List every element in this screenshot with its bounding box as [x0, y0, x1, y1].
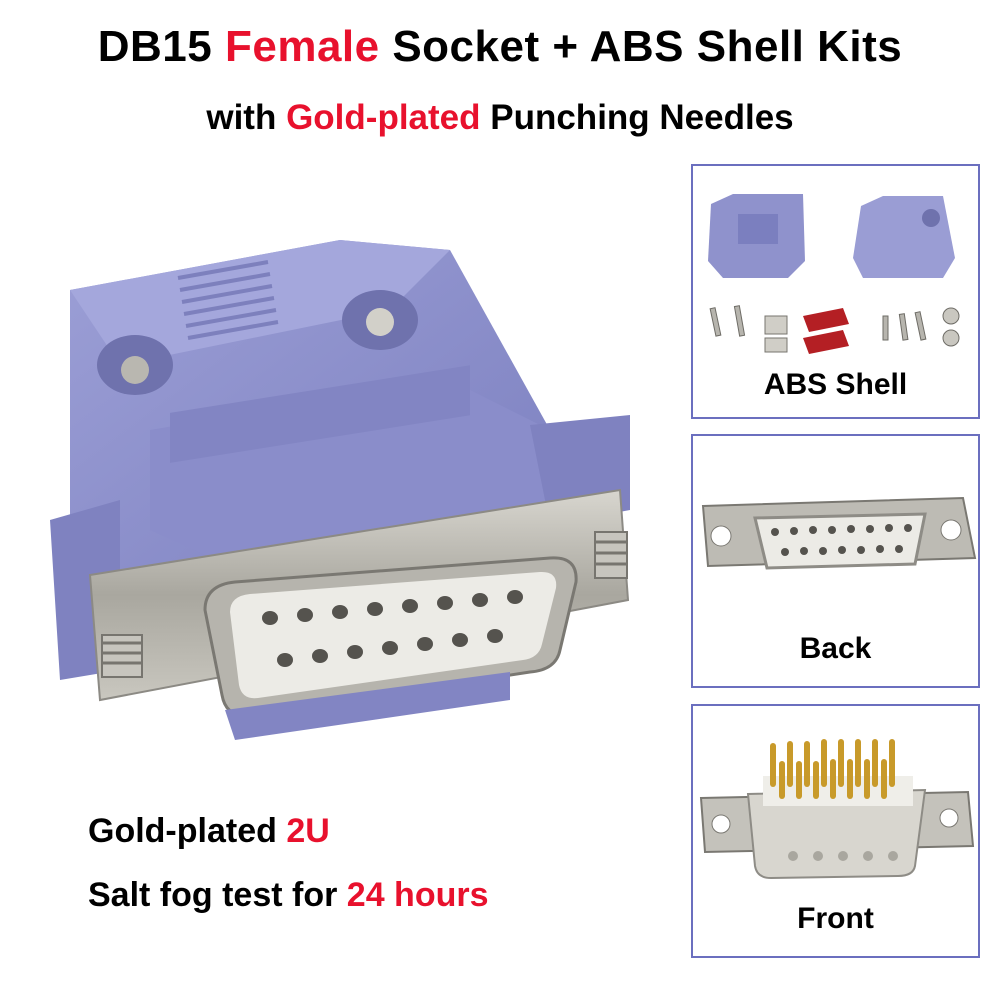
- pin-holes-row-2: [277, 629, 503, 667]
- pin-holes-row-1: [262, 590, 523, 625]
- shell-half-closed: [853, 196, 955, 278]
- shell-bottom: [225, 672, 510, 740]
- subtitle-highlight-gold-plated: Gold-plated: [286, 98, 481, 137]
- nuts: [942, 307, 960, 347]
- thumbscrew-right: [594, 531, 628, 579]
- subtitle-part-1: with: [206, 98, 287, 137]
- shell-nut-right: [366, 308, 394, 336]
- panel-label-front: Front: [797, 902, 874, 935]
- panel-front: Front: [691, 704, 980, 958]
- metal-clamps: [764, 315, 788, 353]
- spec-1-highlight: 2U: [286, 812, 330, 850]
- front-hole-right: [939, 808, 959, 828]
- panel-back: Back: [691, 434, 980, 688]
- gold-pins: [770, 739, 895, 799]
- back-pin-holes: [771, 524, 912, 556]
- hero-connector-image: [50, 240, 630, 740]
- title-highlight-female: Female: [224, 22, 380, 71]
- spec-1-text: Gold-plated: [88, 812, 287, 850]
- shell-label-recess: [170, 365, 470, 463]
- spec-gold-plated: Gold-plated 2U: [88, 812, 330, 851]
- shell-ribs: [177, 260, 279, 340]
- page-title: DB15 Female Socket + ABS Shell Kits: [0, 22, 1000, 72]
- panel-label-abs-shell: ABS Shell: [763, 368, 908, 401]
- shell-screws: [709, 305, 927, 341]
- title-part-1: DB15: [97, 22, 225, 71]
- page-subtitle: with Gold-plated Punching Needles: [0, 98, 1000, 138]
- abs-shell-parts-image: [708, 194, 960, 354]
- back-hole-left: [710, 525, 732, 547]
- front-hole-left: [711, 814, 731, 834]
- connector-front-image: [699, 739, 975, 880]
- back-insulator: [753, 512, 927, 570]
- spec-salt-fog: Salt fog test for 24 hours: [88, 876, 489, 915]
- panel-label-back: Back: [799, 632, 872, 665]
- back-hole-right: [940, 519, 962, 541]
- red-strain-reliefs: [803, 308, 849, 354]
- thumbscrew-left: [101, 634, 143, 678]
- panel-abs-shell: ABS Shell: [691, 164, 980, 419]
- spec-2-text: Salt fog test for: [88, 876, 347, 914]
- shell-nut-left: [121, 356, 149, 384]
- connector-back-image: [701, 496, 977, 570]
- front-dimples: [788, 851, 898, 861]
- spec-2-highlight: 24 hours: [346, 876, 489, 914]
- subtitle-part-3: Punching Needles: [480, 98, 794, 137]
- title-part-3: Socket + ABS Shell Kits: [379, 22, 903, 71]
